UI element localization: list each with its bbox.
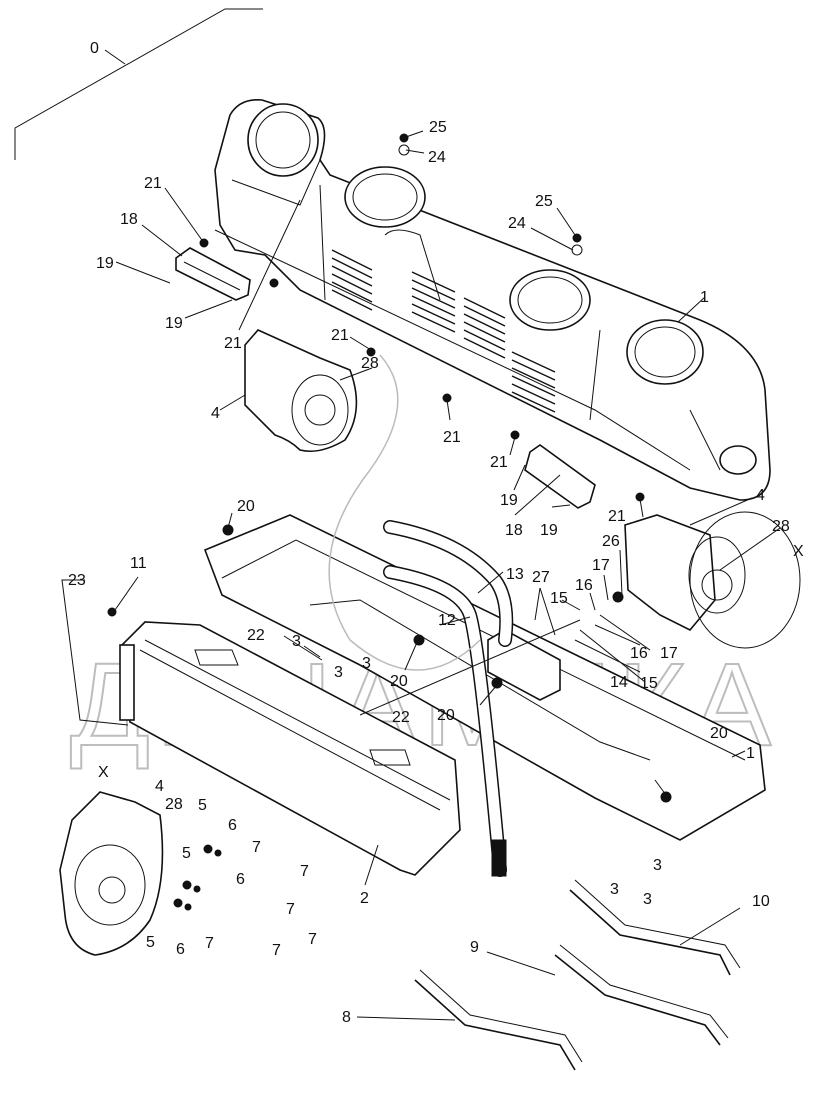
callout-1: 1 — [746, 745, 755, 762]
callout-19: 19 — [500, 492, 518, 509]
callout-20: 20 — [390, 673, 408, 690]
blower-fan-left — [244, 329, 358, 453]
callout-3: 3 — [610, 881, 619, 898]
callout-22: 22 — [247, 627, 265, 644]
louvre-grille — [331, 249, 556, 413]
wiring-harness-8 — [414, 969, 583, 1071]
callout-4: 4 — [211, 405, 220, 422]
callout-7: 7 — [308, 931, 317, 948]
callout-21: 21 — [490, 454, 508, 471]
callout-19: 19 — [540, 522, 558, 539]
callout-12: 12 — [438, 612, 456, 629]
callout-7: 7 — [205, 935, 214, 952]
callout-16: 16 — [575, 577, 593, 594]
callout-7: 7 — [300, 863, 309, 880]
callout-labels: 0 1 1 2 3 3 3 3 3 3 4 4 4 5 5 5 6 6 6 7 … — [68, 40, 804, 1026]
callout-24: 24 — [428, 149, 446, 166]
callout-6: 6 — [236, 871, 245, 888]
callout-15: 15 — [640, 675, 658, 692]
callout-21: 21 — [443, 429, 461, 446]
callout-7: 7 — [272, 942, 281, 959]
callout-6: 6 — [228, 817, 237, 834]
callout-5: 5 — [182, 845, 191, 862]
callout-19: 19 — [96, 255, 114, 272]
callout-2: 2 — [360, 890, 369, 907]
callout-24: 24 — [508, 215, 526, 232]
callout-14: 14 — [610, 674, 628, 691]
callout-26: 26 — [602, 533, 620, 550]
wiring-harness-10 — [569, 879, 741, 976]
callout-4: 4 — [756, 487, 765, 504]
callout-10: 10 — [752, 893, 770, 910]
vent-right — [524, 444, 596, 509]
wiring-harness-9 — [554, 944, 729, 1046]
callout-3: 3 — [334, 664, 343, 681]
callout-15: 15 — [550, 590, 568, 607]
callout-17: 17 — [592, 557, 610, 574]
callout-1: 1 — [700, 289, 709, 306]
callout-3: 3 — [362, 655, 371, 672]
callout-18: 18 — [505, 522, 523, 539]
detail-marker-x: X — [793, 543, 804, 560]
callout-17: 17 — [660, 645, 678, 662]
callout-21: 21 — [331, 327, 349, 344]
callout-4: 4 — [155, 778, 164, 795]
callout-8: 8 — [342, 1009, 351, 1026]
callout-19: 19 — [165, 315, 183, 332]
heater-core — [119, 621, 461, 876]
callout-7: 7 — [286, 901, 295, 918]
ghost-outline — [328, 354, 481, 671]
callout-23: 23 — [68, 572, 86, 589]
callout-0: 0 — [90, 40, 99, 57]
callout-25: 25 — [429, 119, 447, 136]
callout-21: 21 — [224, 335, 242, 352]
callout-20: 20 — [437, 707, 455, 724]
callout-9: 9 — [470, 939, 479, 956]
callout-18: 18 — [120, 211, 138, 228]
callout-16: 16 — [630, 645, 648, 662]
callout-6: 6 — [176, 941, 185, 958]
callout-28: 28 — [772, 518, 790, 535]
vent-left — [175, 247, 251, 301]
callout-13: 13 — [506, 566, 524, 583]
callout-21: 21 — [144, 175, 162, 192]
callout-28: 28 — [165, 796, 183, 813]
callout-11: 11 — [130, 555, 147, 572]
callout-20: 20 — [710, 725, 728, 742]
leader-lines — [61, 130, 781, 1021]
callout-7: 7 — [252, 839, 261, 856]
detail-marker-x: X — [98, 764, 109, 781]
callout-3: 3 — [653, 857, 662, 874]
callout-3: 3 — [643, 891, 652, 908]
upper-housing — [214, 98, 771, 501]
callout-22: 22 — [392, 709, 410, 726]
callout-28: 28 — [361, 355, 379, 372]
callout-5: 5 — [146, 934, 155, 951]
blower-fan-detail-x — [59, 791, 164, 956]
hoses — [383, 520, 514, 877]
callout-3: 3 — [292, 633, 301, 650]
fasteners — [107, 133, 672, 911]
callout-21: 21 — [608, 508, 626, 525]
callout-20: 20 — [237, 498, 255, 515]
callout-5: 5 — [198, 797, 207, 814]
blower-fan-right — [624, 511, 801, 649]
assembly-bracket — [14, 8, 263, 160]
callout-25: 25 — [535, 193, 553, 210]
callout-27: 27 — [532, 569, 550, 586]
